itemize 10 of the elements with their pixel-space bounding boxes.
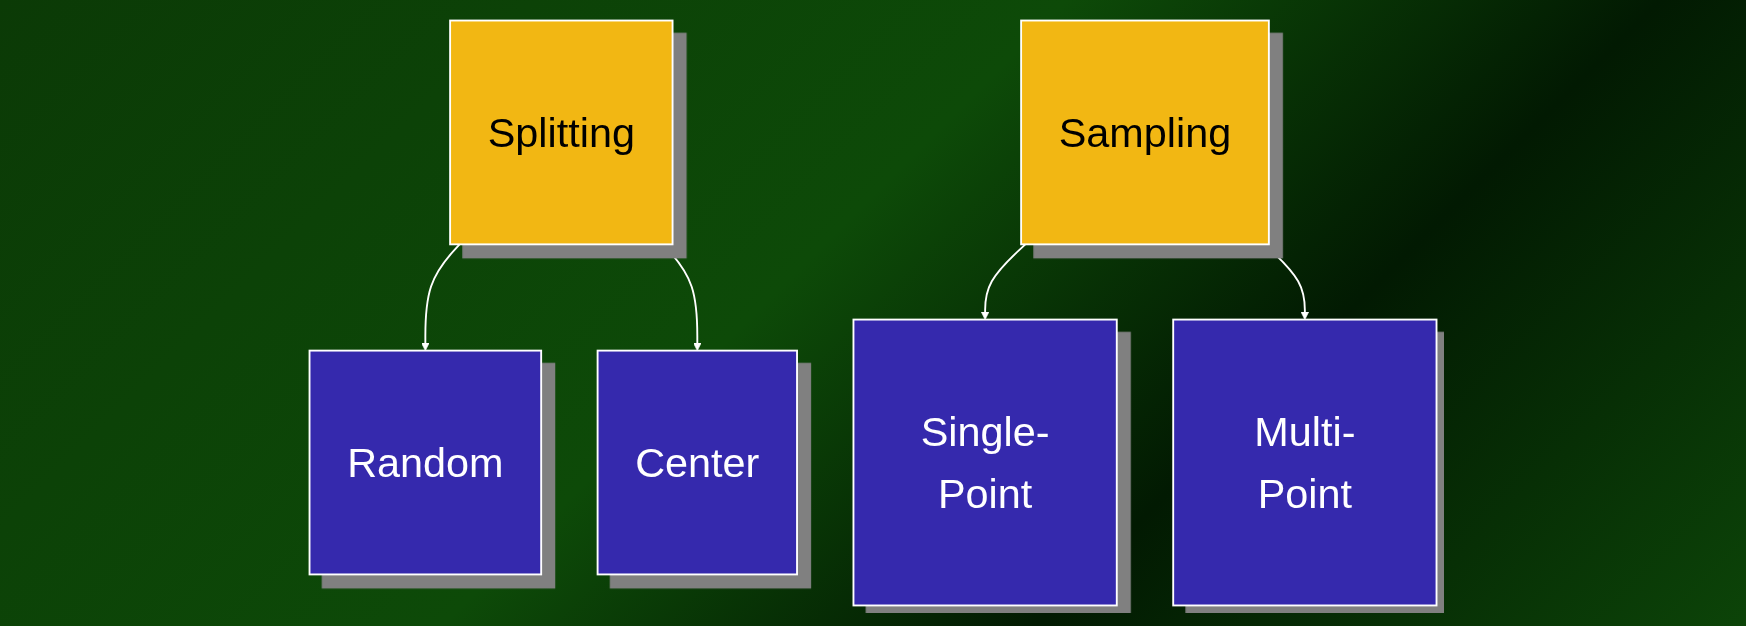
node-box: Center — [596, 349, 798, 576]
arrow — [980, 243, 1027, 320]
arrow — [1263, 243, 1309, 320]
node-box: Single-Point — [852, 318, 1118, 607]
arrow — [421, 243, 461, 351]
node-box: Splitting — [449, 19, 674, 246]
node-box: Sampling — [1020, 19, 1270, 246]
node-box: Random — [308, 349, 543, 576]
node-box: Multi-Point — [1172, 318, 1438, 607]
arrow — [662, 243, 702, 351]
